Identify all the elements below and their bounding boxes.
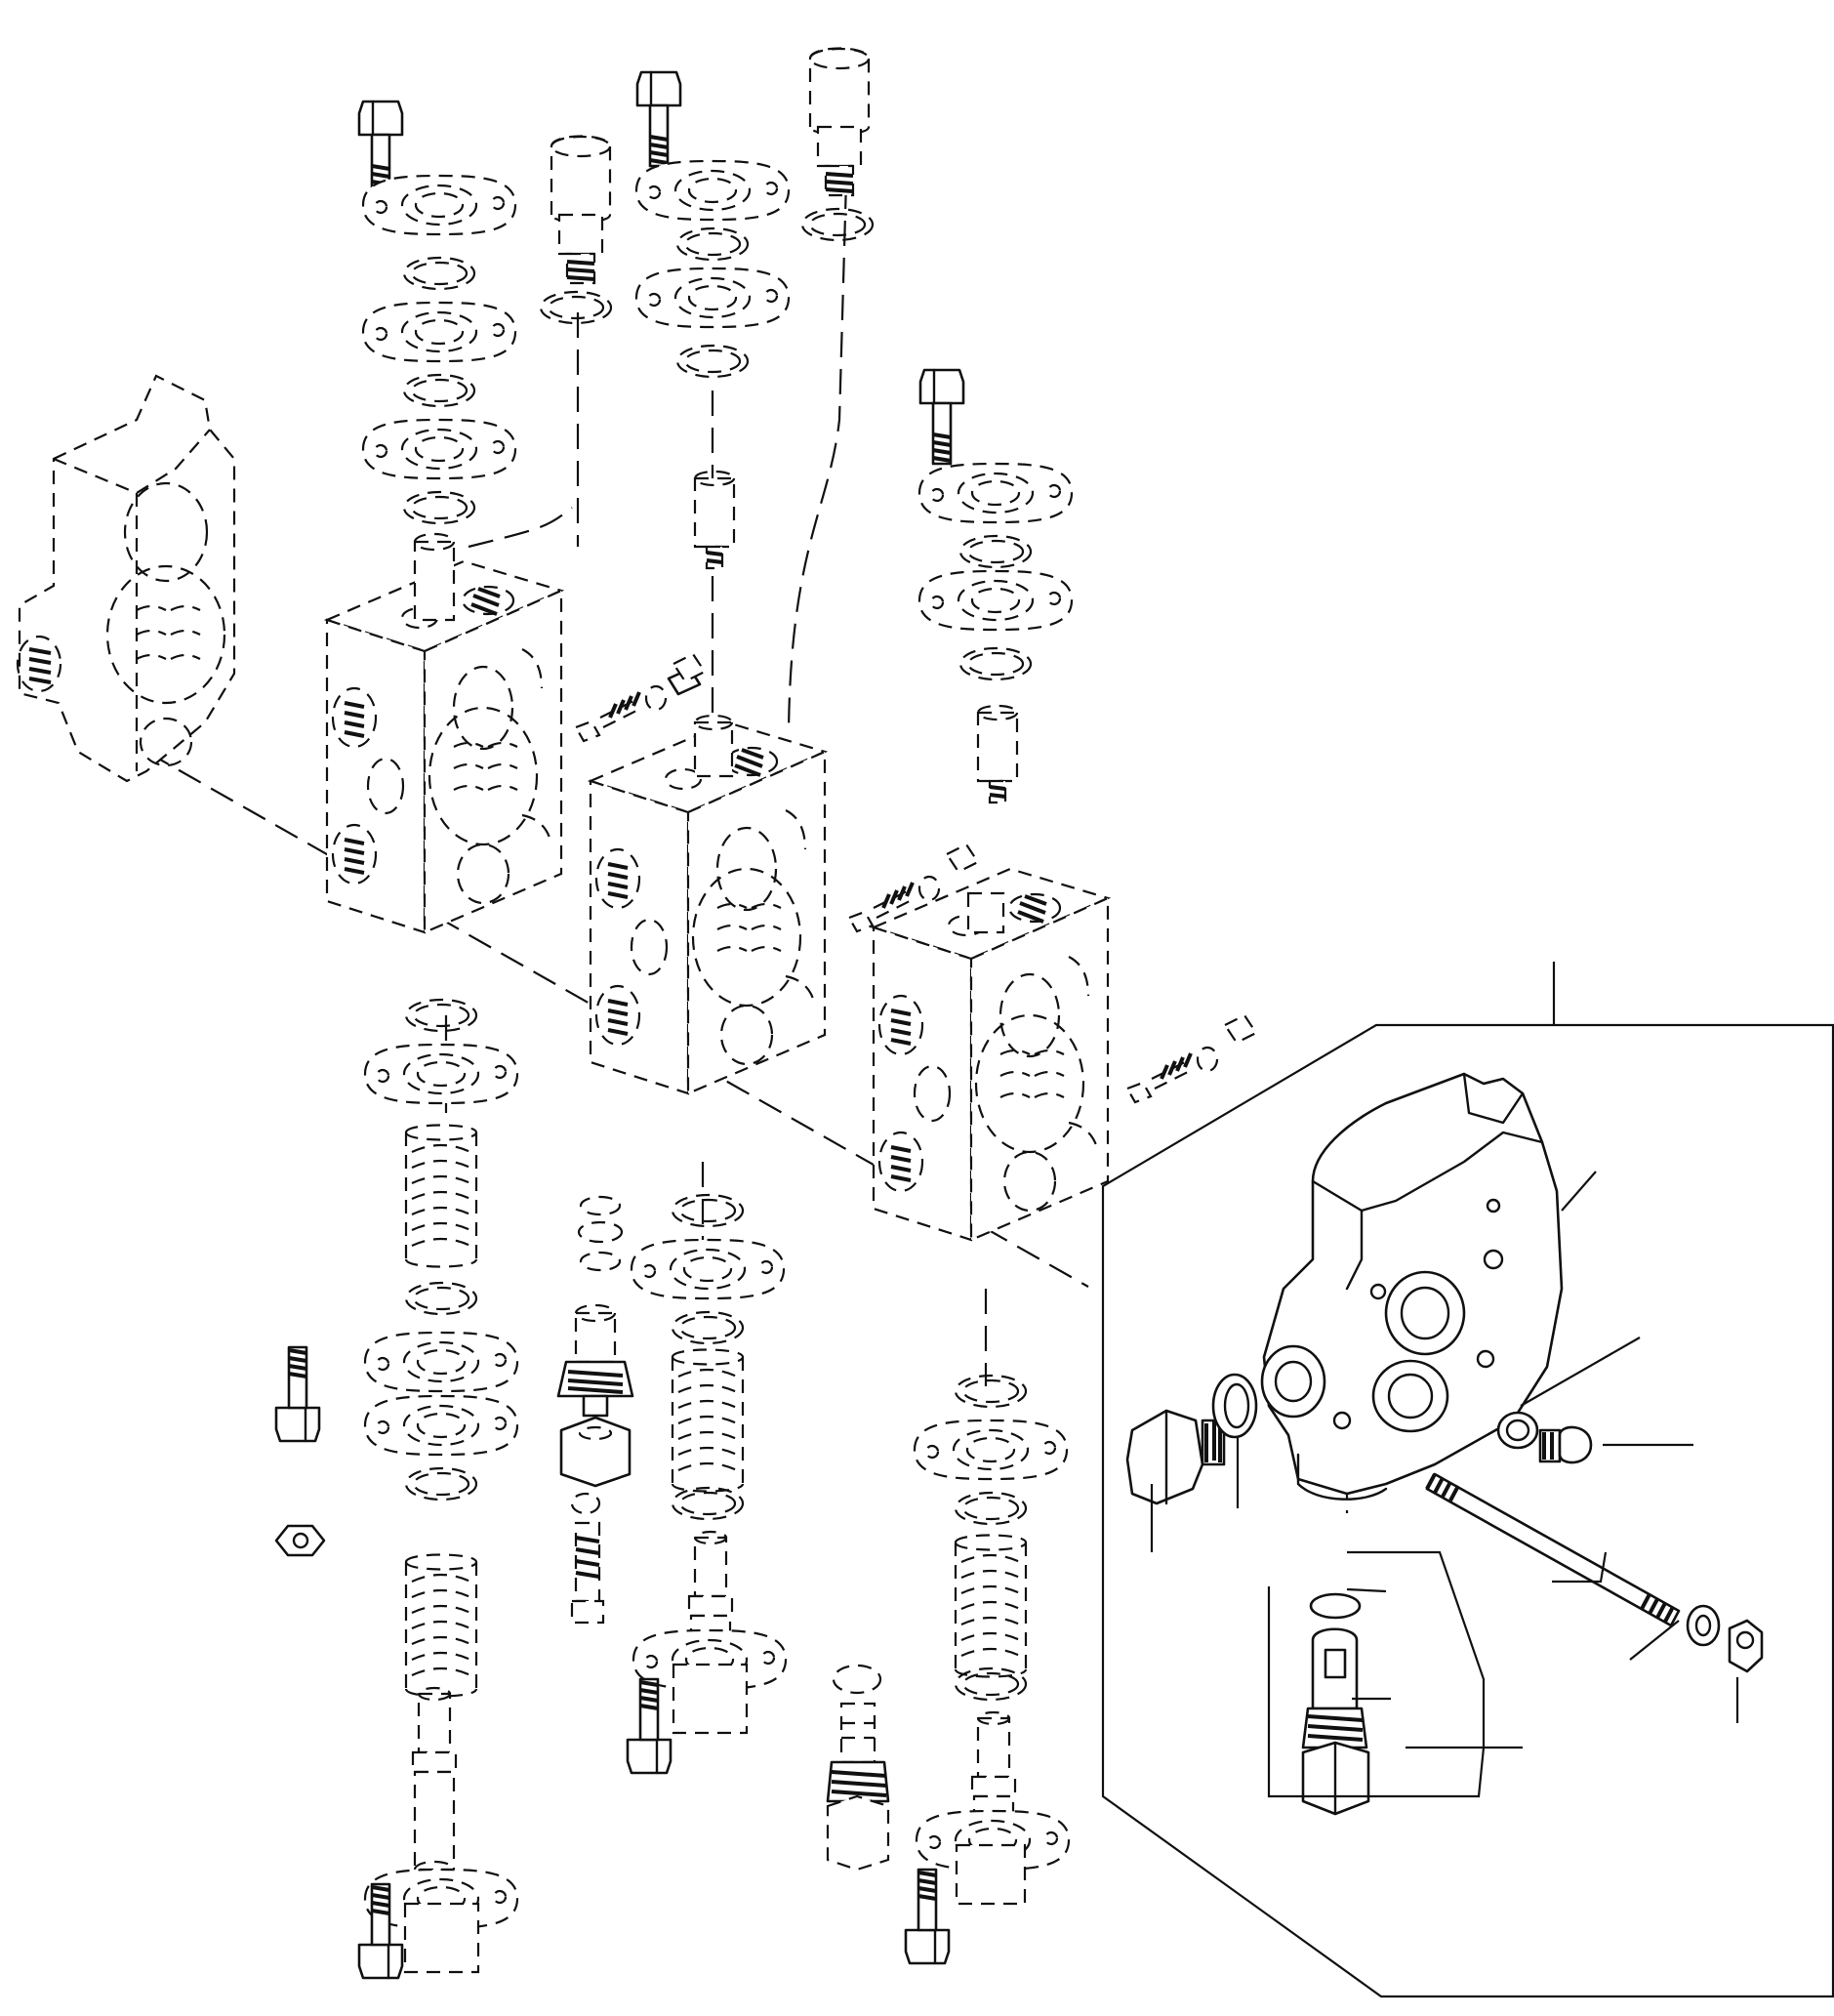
o-ring-top-1a <box>402 256 476 291</box>
o-ring-detail <box>1309 1592 1362 1620</box>
spool-stem-2 <box>693 714 734 778</box>
o-ring-top-2b <box>675 344 750 379</box>
spool-1 <box>411 1686 458 1879</box>
valve-section-2 <box>589 720 827 1095</box>
nut-loose <box>274 1524 326 1557</box>
spool-end-cap-top-1a <box>361 174 517 236</box>
side-plug-assembly-3 <box>1125 1013 1258 1104</box>
end-cap-cup-2 <box>672 1663 749 1735</box>
spool-end-cap-top-1b <box>361 301 517 363</box>
o-ring-relief-1 <box>539 290 613 325</box>
cap-screw-top-2 <box>635 70 682 168</box>
spool-end-cap-top-2b <box>634 267 791 329</box>
o-ring-relief-2 <box>800 207 875 242</box>
check-valve-poppet-3 <box>976 704 1019 804</box>
check-valve-poppet-2 <box>693 470 736 570</box>
relief-valve-lower <box>826 1664 890 1872</box>
side-plug-assembly-2 <box>847 843 980 933</box>
cap-screw-top-3 <box>918 368 965 466</box>
o-ring-bottom-3a <box>954 1374 1028 1409</box>
o-ring-top-1c <box>402 490 476 525</box>
spool-end-cap-top-1c <box>361 418 517 480</box>
cap-screw-bottom-3 <box>904 1868 951 1965</box>
outlet-end-cover <box>1260 1072 1564 1501</box>
o-ring-bottom-3c <box>954 1666 1028 1702</box>
centering-spring-3 <box>954 1534 1028 1678</box>
spool-end-cap-bottom-2a <box>630 1238 786 1300</box>
washer-stud <box>1686 1604 1721 1647</box>
relief-valve-2 <box>808 46 871 197</box>
o-ring-bottom-1b <box>404 1281 478 1316</box>
end-cap-cup-1 <box>403 1902 480 1974</box>
plug-large <box>1125 1409 1226 1505</box>
centering-spring-1b <box>404 1553 478 1698</box>
spool-end-cap-top-3a <box>917 462 1074 524</box>
spool-end-cap-bottom-1c <box>363 1394 519 1457</box>
plug-small <box>1538 1425 1593 1464</box>
leader-lines <box>1150 1171 1739 1798</box>
spool-end-cap-bottom-1a <box>363 1043 519 1105</box>
relief-valve-1 <box>550 134 612 285</box>
o-ring-stack-mid <box>577 1195 624 1272</box>
cap-screw-bottom-2 <box>626 1677 672 1775</box>
end-cap-cup-3 <box>955 1843 1027 1906</box>
spool-end-cap-bottom-1b <box>363 1331 519 1393</box>
spool-stem-1 <box>413 532 456 622</box>
side-plug-assembly-1 <box>574 652 707 743</box>
o-ring-bottom-2a <box>671 1193 745 1228</box>
washer-large <box>1211 1373 1258 1439</box>
o-ring-top-3b <box>958 646 1033 681</box>
inlet-end-cover <box>16 374 236 783</box>
o-ring-bottom-3b <box>954 1491 1028 1526</box>
spool-end-cap-top-2a <box>634 159 791 222</box>
check-valve-cartridge-mid <box>556 1303 634 1625</box>
o-ring-bottom-1a <box>404 998 478 1033</box>
o-ring-top-2a <box>675 226 750 262</box>
centering-spring-1a <box>404 1124 478 1268</box>
centering-spring-2 <box>671 1348 745 1493</box>
spool-end-cap-top-3b <box>917 569 1074 632</box>
spool-end-cap-bottom-3a <box>913 1419 1069 1481</box>
washer-small-right <box>1496 1411 1539 1450</box>
tie-rod-stud <box>1425 1472 1681 1627</box>
o-ring-bottom-2c <box>671 1486 745 1521</box>
cap-screw-loose <box>274 1345 321 1443</box>
spool-stem-3 <box>966 891 1005 934</box>
o-ring-bottom-2b <box>671 1310 745 1345</box>
o-ring-top-1b <box>402 373 476 408</box>
o-ring-top-3a <box>958 534 1033 569</box>
o-ring-bottom-1c <box>404 1466 478 1502</box>
end-cover-detail-box <box>1101 962 1834 1998</box>
check-valve-cartridge-detail <box>1301 1627 1370 1816</box>
nut-stud <box>1728 1619 1764 1673</box>
